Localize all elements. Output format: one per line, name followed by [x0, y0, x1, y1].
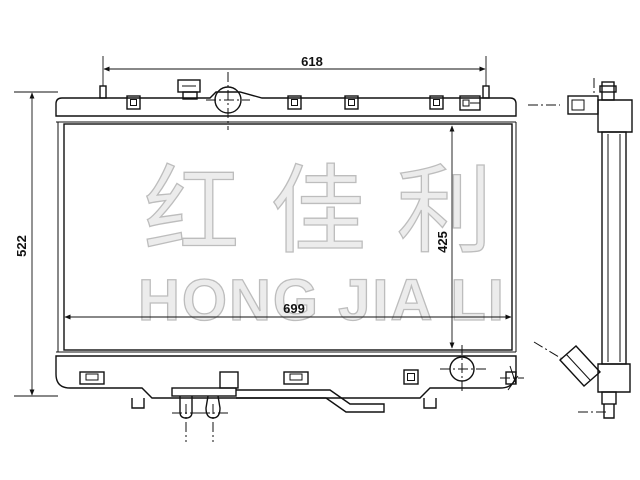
front-view [55, 72, 524, 442]
watermark-english: HONG JIA LI [138, 268, 506, 333]
side-view [528, 78, 633, 419]
sensor-connector [459, 95, 481, 111]
top-brackets [126, 95, 444, 110]
dimension-overall-height-label: 522 [14, 235, 29, 257]
side-fitting [500, 365, 524, 391]
filler-cap [206, 72, 250, 130]
radiator-core [63, 123, 513, 351]
side-filler [601, 81, 615, 101]
side-core [601, 131, 627, 365]
dimension-top-width-label: 618 [301, 54, 323, 69]
oil-cooler-pipes [171, 387, 385, 442]
dimension-522: 522 [14, 91, 58, 397]
watermark-chinese: 红 佳 利 [143, 155, 492, 267]
dimension-618: 618 [102, 54, 487, 86]
side-connector [567, 95, 599, 115]
side-top-tank [597, 99, 633, 133]
side-outlet-pipe [558, 345, 602, 387]
vent-fitting [177, 79, 201, 100]
dimension-core-height-label: 425 [435, 231, 450, 253]
bottom-brackets [79, 369, 419, 389]
drain-cock [440, 345, 486, 392]
side-bottom-tank [597, 363, 631, 393]
bottom-tank [55, 355, 517, 399]
top-tank [55, 91, 517, 117]
dimension-699: 699 [64, 301, 512, 320]
watermark: 红 佳 利 HONG JIA LI [137, 154, 506, 333]
bottom-mount-pins [131, 398, 437, 409]
dimension-core-width-label: 699 [283, 301, 305, 316]
dimension-425: 425 [435, 125, 455, 349]
